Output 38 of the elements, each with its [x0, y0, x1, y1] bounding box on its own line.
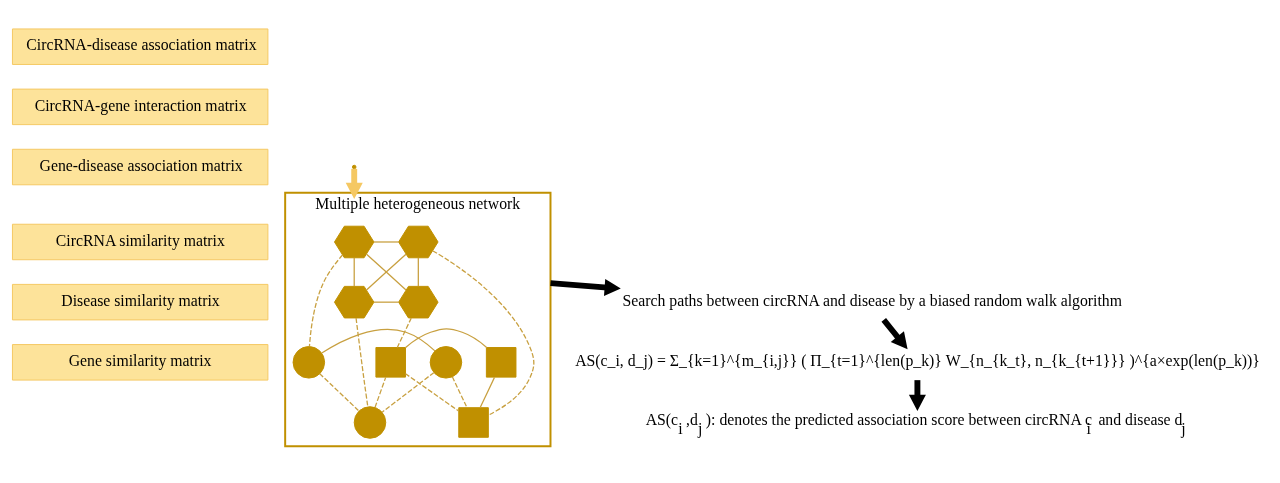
connector [405, 328, 488, 349]
node-box: CircRNA-disease association matrix [11, 28, 269, 65]
connector [432, 250, 535, 416]
node-box [458, 407, 489, 438]
node-hexagon [398, 285, 439, 319]
node-text: AS(c_i, d_j) = Σ_{k=1}^{m_{i,j}} ( Π_{t=1}^{len(p_k)} W_{n_{k_t}, n_{k_{t+1}}} )^{a×exp(len(p_k))} [575, 352, 1260, 370]
connector [396, 317, 412, 349]
connector [451, 376, 468, 409]
connector [373, 301, 400, 303]
node-hexagon [334, 225, 375, 259]
connector [417, 257, 419, 287]
connector [321, 328, 436, 354]
connector [373, 241, 400, 243]
connector [404, 373, 460, 412]
arrow [550, 278, 621, 296]
node-box: Gene similarity matrix [11, 344, 269, 381]
connector [365, 253, 407, 291]
node-circle [292, 346, 326, 379]
connector [374, 376, 387, 408]
connector [353, 257, 355, 287]
node-box [375, 347, 406, 378]
node-hexagon [398, 225, 439, 259]
connector [308, 254, 344, 347]
node-box: Disease similarity matrix [11, 283, 269, 321]
connector [381, 372, 435, 413]
node-box: Gene-disease association matrix [11, 148, 269, 186]
arrow [881, 318, 908, 350]
connector [319, 373, 360, 412]
connector [479, 376, 496, 409]
node-box: CircRNA-gene interaction matrix [11, 88, 269, 126]
connector [355, 317, 369, 408]
node-circle [353, 406, 387, 439]
node-circle [429, 346, 463, 379]
node-hexagon [334, 285, 375, 319]
cluster: Multiple heterogeneous network [284, 191, 552, 448]
node-text: Search paths between circRNA and disease by a biased random walk algorithm [622, 291, 1123, 309]
node-box [485, 347, 517, 378]
node-box: CircRNA similarity matrix [11, 223, 269, 261]
